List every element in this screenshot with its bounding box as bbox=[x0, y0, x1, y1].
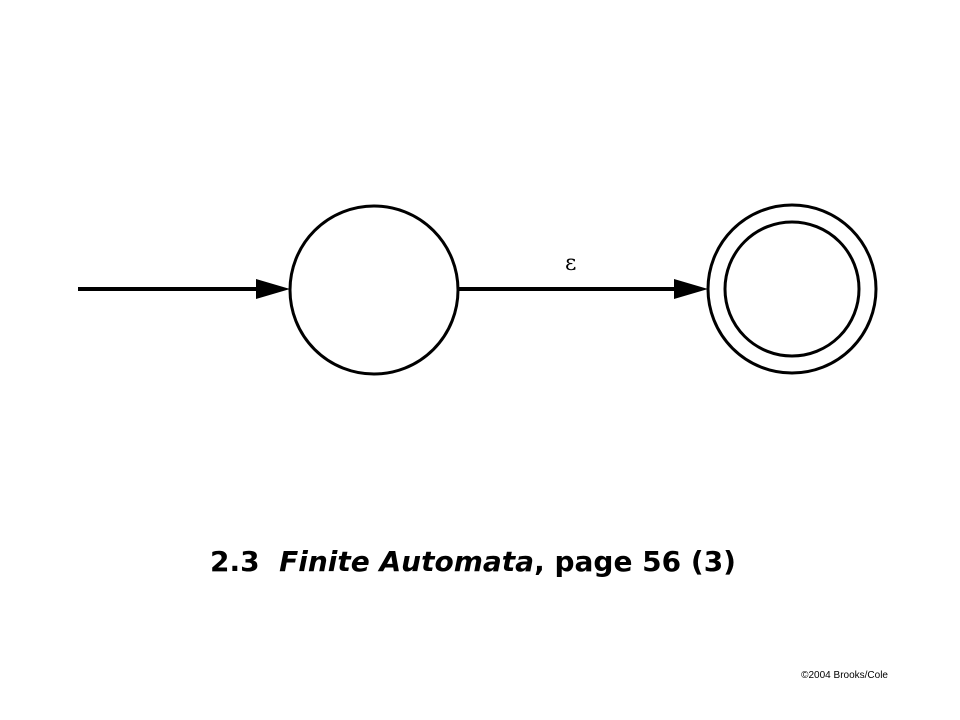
transition-label: ε bbox=[565, 251, 576, 276]
state-start bbox=[288, 204, 460, 376]
copyright-notice: ©2004 Brooks/Cole bbox=[801, 670, 888, 681]
caption-rest: , page 56 (3) bbox=[534, 545, 736, 578]
initial-arrow bbox=[78, 279, 290, 299]
state-accept-inner-ring bbox=[723, 220, 861, 358]
caption-number: 2.3 bbox=[210, 545, 260, 578]
caption-title: Finite Automata bbox=[279, 545, 535, 578]
state-accept bbox=[706, 203, 878, 375]
figure-caption: 2.3 Finite Automata, page 56 (3) bbox=[0, 542, 946, 582]
transition-start-to-accept bbox=[458, 279, 708, 299]
